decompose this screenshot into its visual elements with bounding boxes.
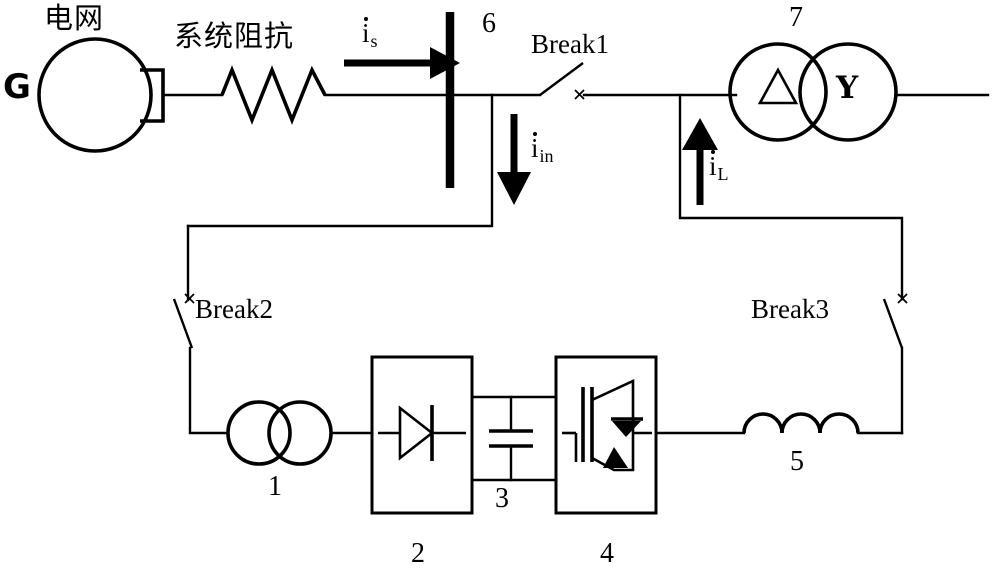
iin-current-label: iin bbox=[531, 133, 554, 166]
il-current-label: iL bbox=[709, 151, 729, 184]
wire-right-rail-to-load-tap bbox=[678, 93, 904, 301]
wire-left-rail-lower bbox=[188, 346, 230, 435]
inverter-number-label: 4 bbox=[600, 538, 614, 569]
system-impedance-resistor bbox=[220, 65, 327, 125]
iin-current-base: i bbox=[531, 133, 539, 163]
transformer7-delta-winding bbox=[728, 42, 828, 142]
break1-x-marker bbox=[574, 89, 585, 100]
is-current-base: i bbox=[362, 18, 370, 48]
transformer7-wye-winding bbox=[798, 42, 898, 142]
filter-inductor bbox=[742, 412, 860, 434]
wire-bus-tap-to-left-rail bbox=[186, 93, 494, 228]
iin-current-sub: in bbox=[539, 146, 554, 166]
generator-circle bbox=[37, 37, 153, 153]
rectifier-number-label: 2 bbox=[411, 538, 425, 569]
transformer1-secondary-winding bbox=[267, 400, 333, 466]
break2-x-marker bbox=[184, 293, 195, 304]
delta-winding-icon bbox=[757, 67, 799, 105]
generator-label: G bbox=[3, 67, 31, 107]
break3-blade[interactable] bbox=[882, 298, 904, 349]
break2-label: Break2 bbox=[195, 294, 273, 324]
rectifier-block bbox=[370, 355, 474, 515]
transformer7-number-label: 7 bbox=[789, 2, 803, 33]
il-current-sub: L bbox=[717, 164, 729, 184]
is-current-label: is bbox=[362, 18, 378, 51]
dc-link-capacitor bbox=[489, 395, 533, 482]
inverter-block bbox=[554, 355, 658, 515]
system-impedance-label: 系统阻抗 bbox=[174, 19, 295, 53]
is-current-sub: s bbox=[370, 31, 378, 51]
transformer1-number-label: 1 bbox=[268, 471, 282, 502]
wye-winding-label: Y bbox=[836, 70, 859, 106]
grid-label: 电网 bbox=[44, 1, 105, 35]
il-current-arrow bbox=[682, 118, 718, 205]
busbar-number-label: 6 bbox=[482, 8, 496, 39]
break1-blade[interactable] bbox=[539, 62, 584, 96]
is-current-arrow bbox=[344, 47, 460, 79]
iin-current-arrow bbox=[497, 114, 531, 205]
break3-label: Break3 bbox=[751, 294, 829, 324]
transformer1-primary-winding bbox=[226, 400, 292, 466]
break2-blade[interactable] bbox=[172, 298, 194, 349]
il-current-base: i bbox=[709, 151, 717, 181]
inductor-number-label: 5 bbox=[790, 446, 804, 477]
diode-icon bbox=[378, 405, 466, 461]
igbt-icon bbox=[562, 378, 652, 472]
break1-label: Break1 bbox=[531, 29, 609, 59]
capacitor-number-label: 3 bbox=[495, 483, 509, 514]
